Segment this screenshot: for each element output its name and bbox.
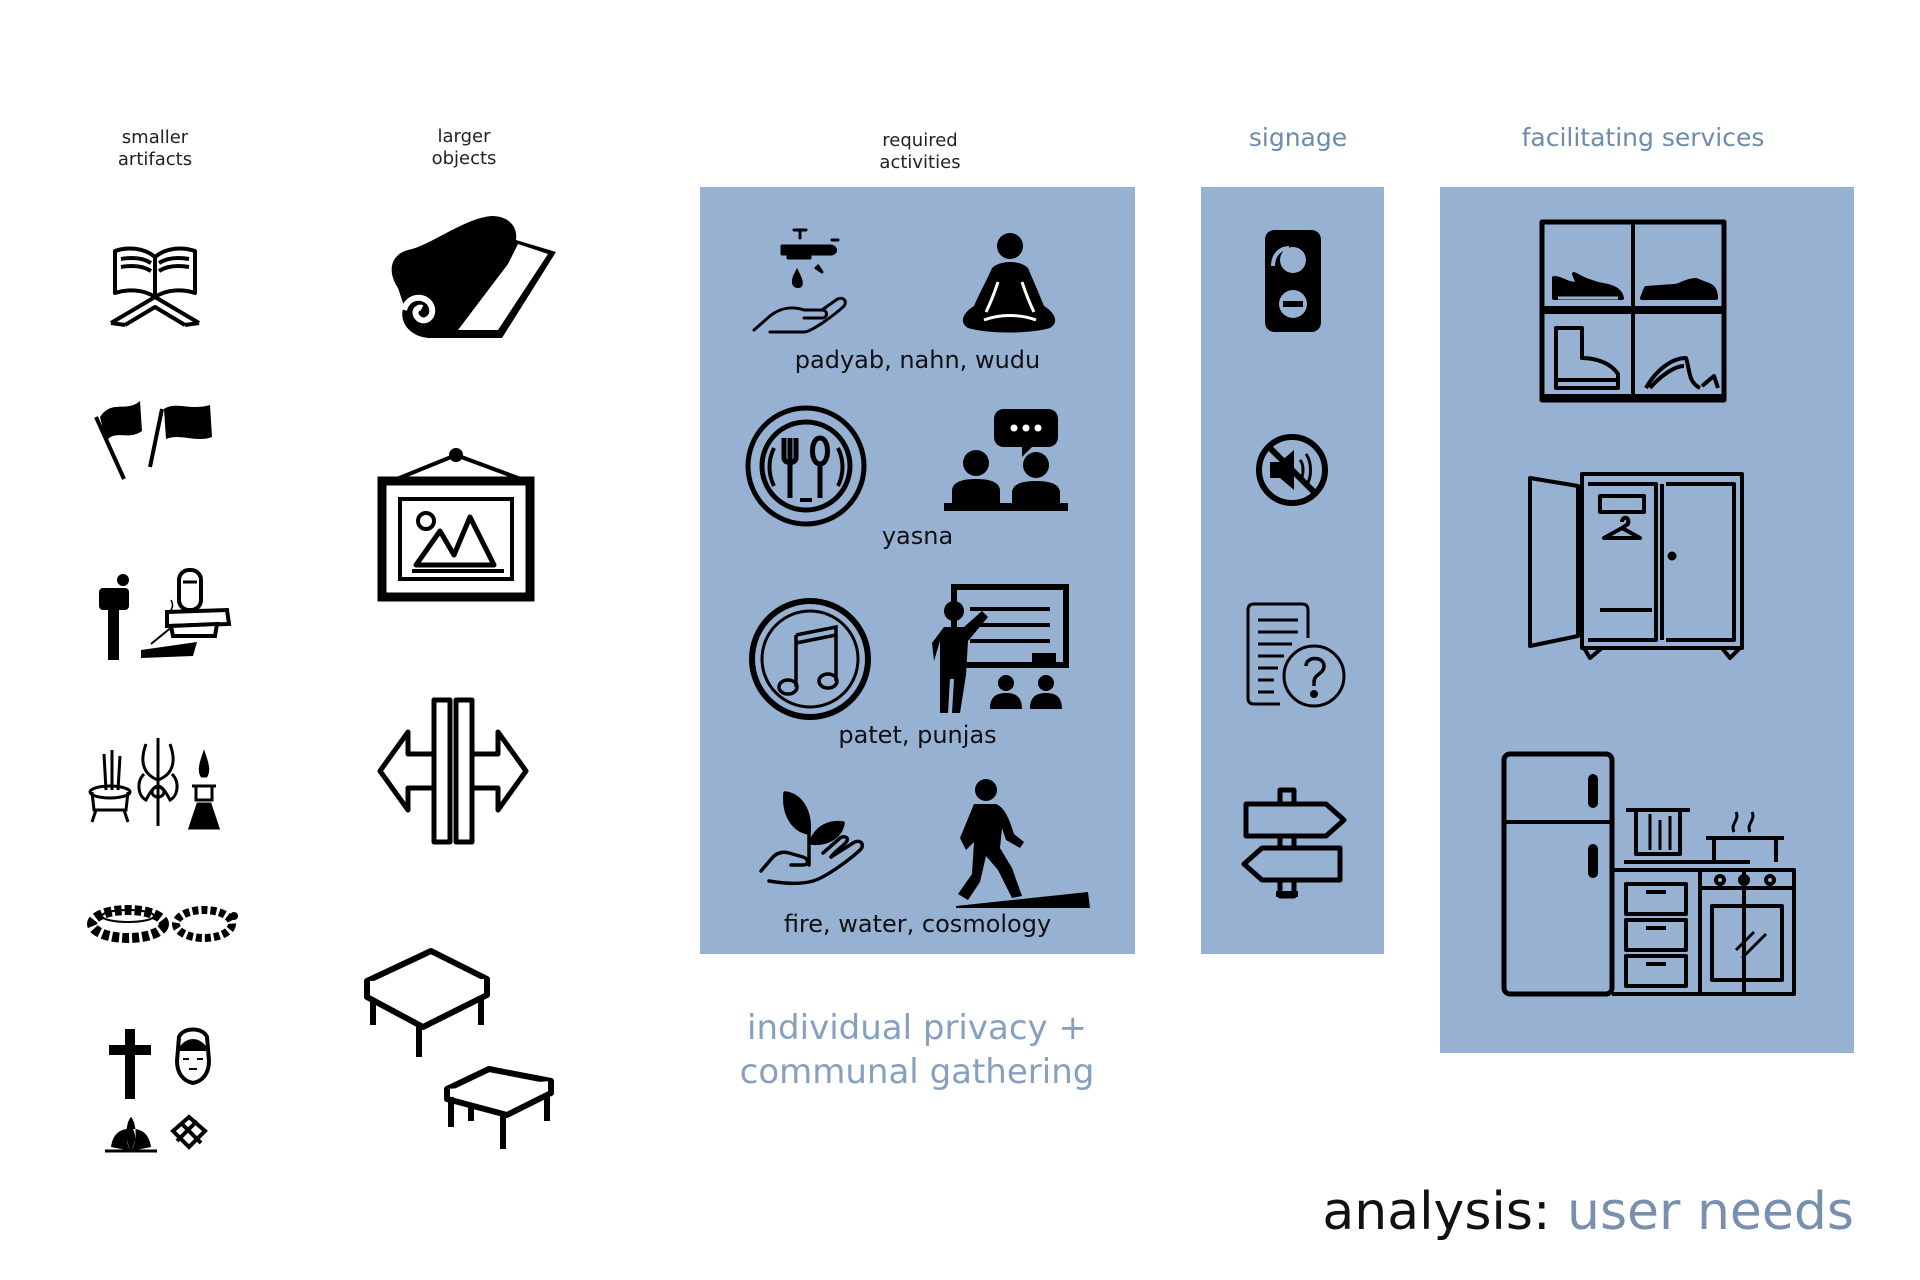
sprout-hand-icon — [757, 787, 867, 892]
note-line-2: communal gathering — [739, 1052, 1095, 1092]
page-title-suffix: user needs — [1567, 1182, 1854, 1242]
kitchen-icon — [1500, 750, 1800, 1000]
document-question-icon — [1244, 602, 1348, 710]
note-line-1: individual privacy + — [747, 1008, 1087, 1048]
activity-caption-2: yasna — [881, 522, 954, 550]
prayer-mat-icon — [378, 210, 563, 345]
no-sound-icon — [1254, 432, 1330, 508]
page-title: analysis: user needs — [1322, 1182, 1854, 1242]
religious-symbols-icon — [105, 1025, 230, 1160]
shiva-lingam-incense-icon — [97, 566, 232, 661]
framed-picture-icon — [377, 445, 538, 605]
signpost-icon — [1240, 787, 1348, 899]
ablution-tap-icon — [752, 226, 852, 338]
activity-caption-1: padyab, nahn, wudu — [794, 346, 1041, 374]
header-signage: signage — [1248, 123, 1348, 152]
conversation-icon — [944, 405, 1068, 513]
header-required-activities: required activities — [879, 130, 961, 173]
partition-arrows-icon — [377, 696, 529, 846]
services-panel — [1440, 187, 1854, 1053]
teaching-icon — [932, 583, 1072, 713]
music-note-icon — [748, 597, 873, 722]
flags-icon — [92, 395, 217, 485]
wardrobe-icon — [1526, 470, 1746, 660]
shoe-cubby-icon — [1538, 218, 1728, 404]
do-not-disturb-icon — [1263, 226, 1323, 334]
incense-trishula-candle-icon — [86, 730, 231, 830]
prayer-beads-icon — [87, 902, 238, 947]
meditation-icon — [958, 230, 1060, 336]
walking-person-icon — [952, 778, 1092, 908]
quran-stand-icon — [105, 235, 205, 330]
activity-caption-3: patet, punjas — [838, 721, 997, 749]
header-facilitating-services: facilitating services — [1521, 123, 1765, 152]
header-larger-objects: larger objects — [431, 126, 497, 169]
header-smaller-artifacts: smaller artifacts — [117, 127, 193, 170]
plate-cutlery-icon — [744, 404, 869, 529]
page-title-prefix: analysis: — [1322, 1182, 1551, 1242]
low-tables-icon — [363, 945, 563, 1155]
activity-caption-4: fire, water, cosmology — [783, 910, 1052, 938]
